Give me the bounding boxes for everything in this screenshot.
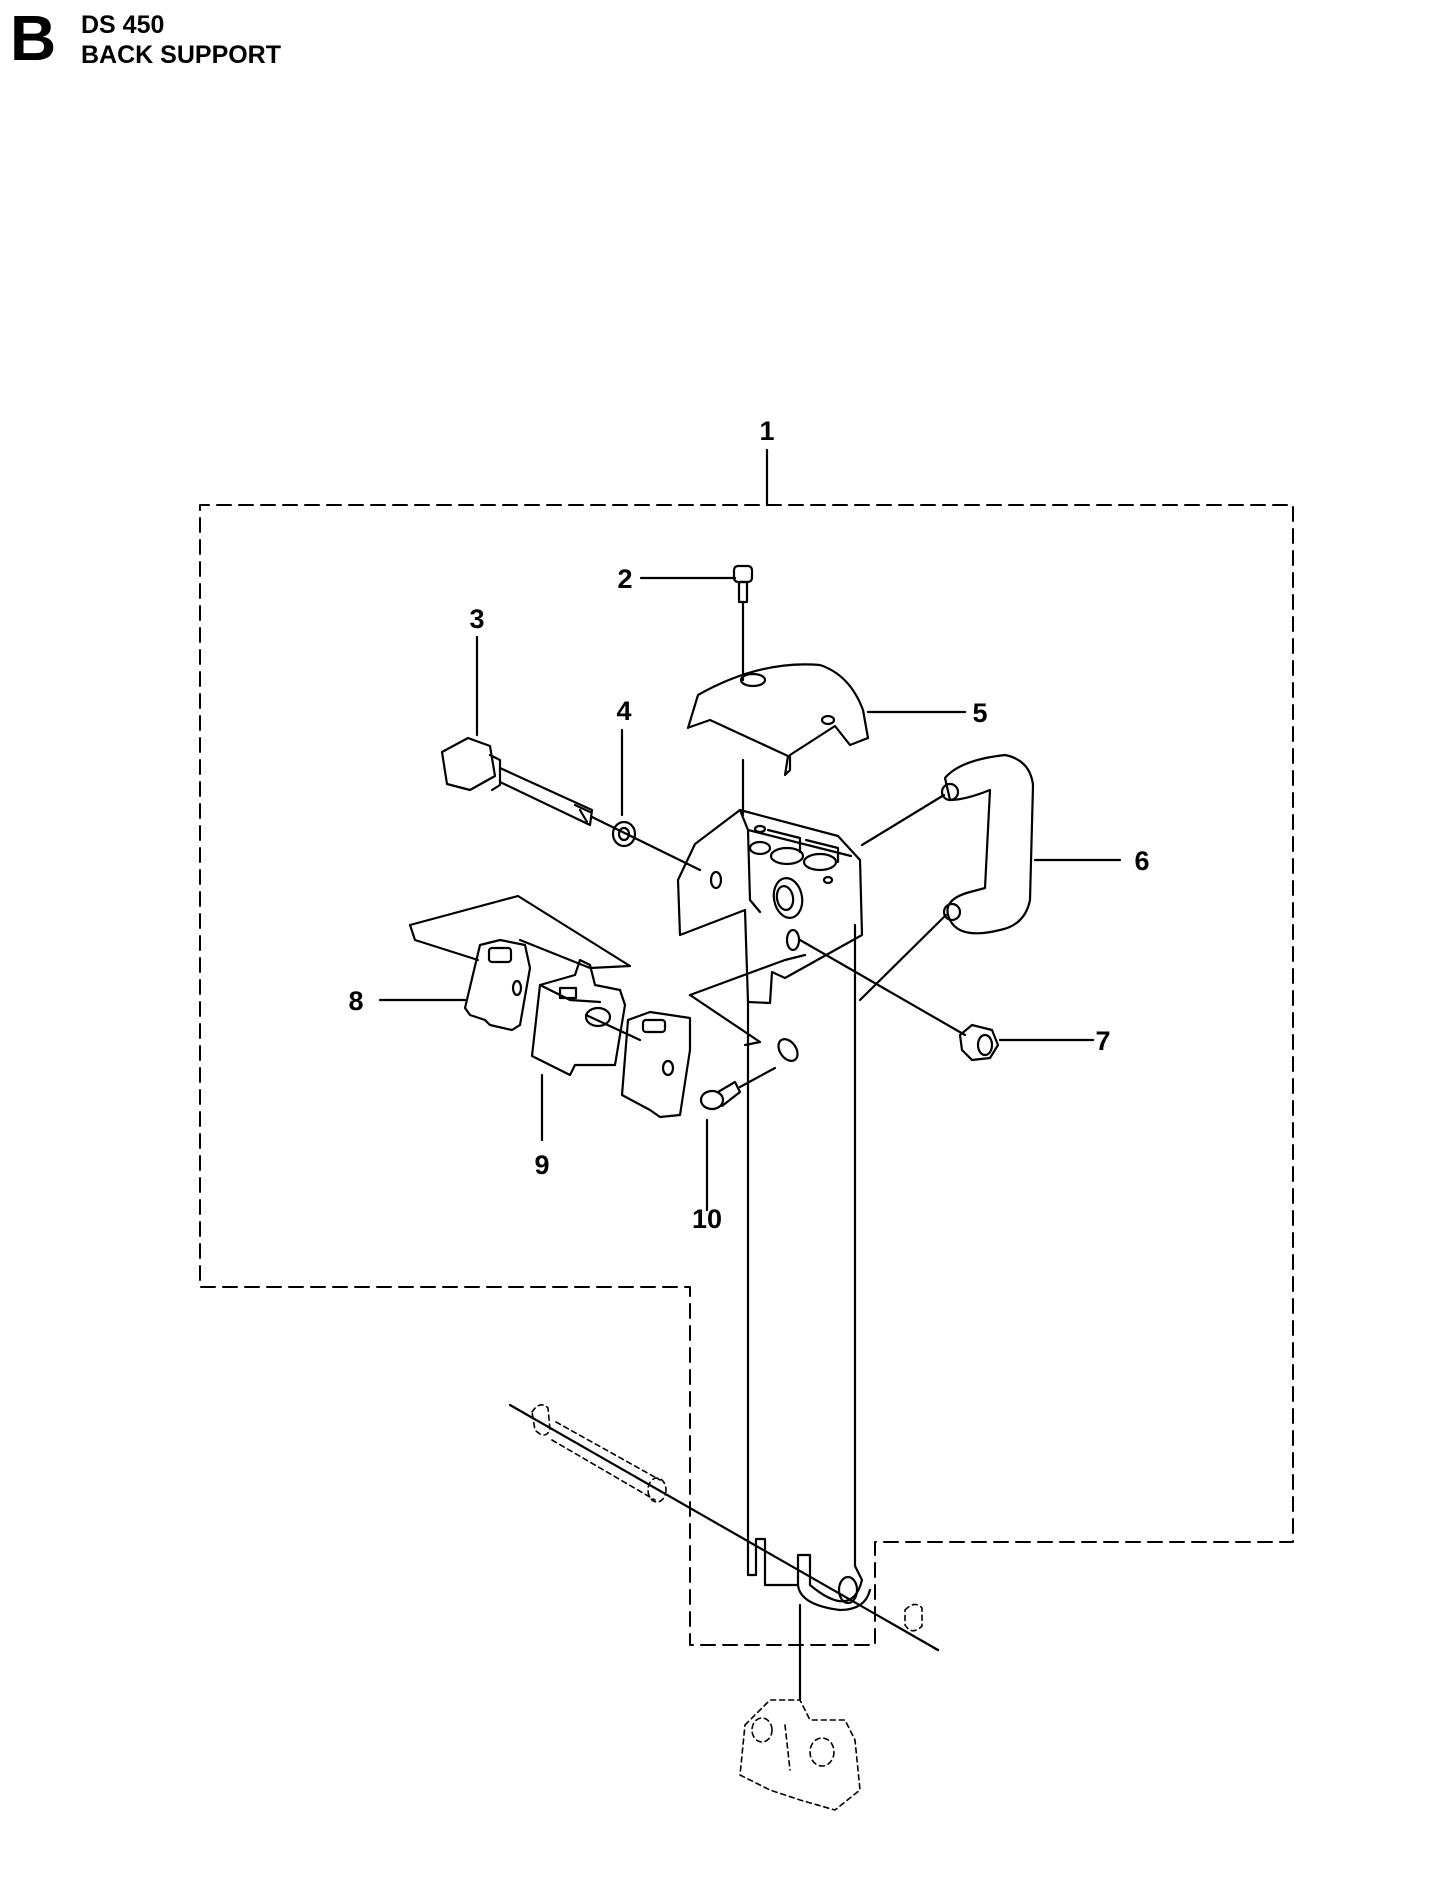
callout-10: 10	[692, 1204, 722, 1234]
part-2-screw	[639, 564, 754, 817]
bottom-bracket	[739, 1603, 861, 1811]
assembly-boundary	[199, 504, 1294, 1646]
callout-3: 3	[469, 604, 484, 634]
clamp-head	[676, 808, 864, 1005]
part-8-clip	[378, 894, 632, 1032]
support-tube	[746, 923, 872, 1612]
callout-6: 6	[1134, 846, 1149, 876]
callout-2: 2	[617, 564, 632, 594]
part-5-top-cover	[686, 663, 967, 777]
callout-4: 4	[616, 696, 631, 726]
part-8-clip-right	[620, 953, 807, 1119]
part-3-bolt	[440, 635, 702, 872]
callout-9: 9	[534, 1150, 549, 1180]
lower-pin	[508, 1403, 940, 1652]
part-10-bolt	[699, 1038, 799, 1212]
part-7-nut	[798, 938, 1095, 1062]
page-title: BACK SUPPORT	[81, 41, 282, 69]
part-4-washer	[611, 728, 637, 848]
header-title-block: DS 450 BACK SUPPORT	[81, 10, 281, 70]
section-letter: B	[10, 2, 57, 74]
callout-8: 8	[348, 986, 363, 1016]
callout-7: 7	[1095, 1026, 1110, 1056]
callout-5: 5	[972, 698, 987, 728]
model-name: DS 450	[81, 11, 165, 39]
part-9-clip	[530, 958, 642, 1142]
part-6-handle	[858, 753, 1122, 1002]
callout-1: 1	[759, 416, 774, 446]
